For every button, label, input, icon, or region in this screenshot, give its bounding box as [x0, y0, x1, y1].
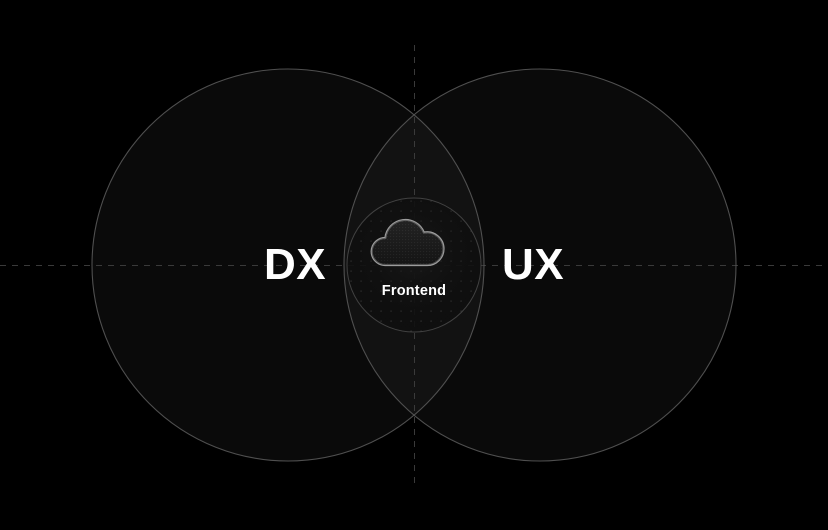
intersection-region: [344, 69, 484, 461]
cloud-icon: [370, 218, 445, 267]
intersection-core-outline: [346, 197, 482, 333]
set-outline-ux: [343, 68, 737, 462]
set-outline-dx: [91, 68, 485, 462]
